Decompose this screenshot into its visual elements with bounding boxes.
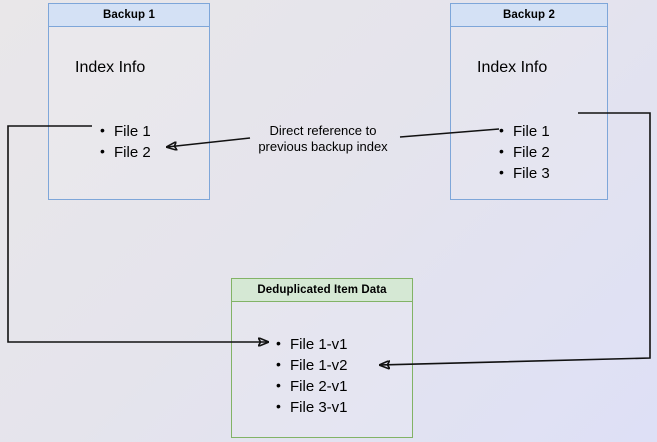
deduplicated-file-list: File 1-v1 File 1-v2 File 2-v1 File 3-v1 <box>276 333 348 418</box>
list-item: File 1-v1 <box>276 333 348 355</box>
list-item: File 2 <box>499 141 550 163</box>
backup-1-header: Backup 1 <box>49 4 209 27</box>
list-item: File 1 <box>100 120 151 142</box>
annotation-line-2: previous backup index <box>258 139 388 154</box>
backup-1-index-info-label: Index Info <box>75 59 146 76</box>
list-item: File 2 <box>100 141 151 163</box>
list-item: File 3-v1 <box>276 396 348 418</box>
backup-2-body: Index Info File 1 File 2 File 3 <box>451 27 607 199</box>
backup-2-header: Backup 2 <box>451 4 607 27</box>
backup-2-index-info-label: Index Info <box>477 59 548 76</box>
deduplicated-item-data-header: Deduplicated Item Data <box>232 279 412 302</box>
direct-reference-annotation: Direct reference to previous backup inde… <box>249 123 397 155</box>
list-item: File 3 <box>499 162 550 184</box>
backup-1-body: Index Info File 1 File 2 <box>49 27 209 199</box>
list-item: File 1-v2 <box>276 354 348 376</box>
deduplicated-item-data-body: File 1-v1 File 1-v2 File 2-v1 File 3-v1 <box>232 302 412 437</box>
backup-1-file-list: File 1 File 2 <box>100 120 151 163</box>
annotation-line-1: Direct reference to <box>269 123 377 138</box>
backup-2-box[interactable]: Backup 2 Index Info File 1 File 2 File 3 <box>450 3 608 200</box>
list-item: File 2-v1 <box>276 375 348 397</box>
backup-1-box[interactable]: Backup 1 Index Info File 1 File 2 <box>48 3 210 200</box>
backup-2-file-list: File 1 File 2 File 3 <box>499 120 550 184</box>
deduplicated-item-data-box[interactable]: Deduplicated Item Data File 1-v1 File 1-… <box>231 278 413 438</box>
list-item: File 1 <box>499 120 550 142</box>
